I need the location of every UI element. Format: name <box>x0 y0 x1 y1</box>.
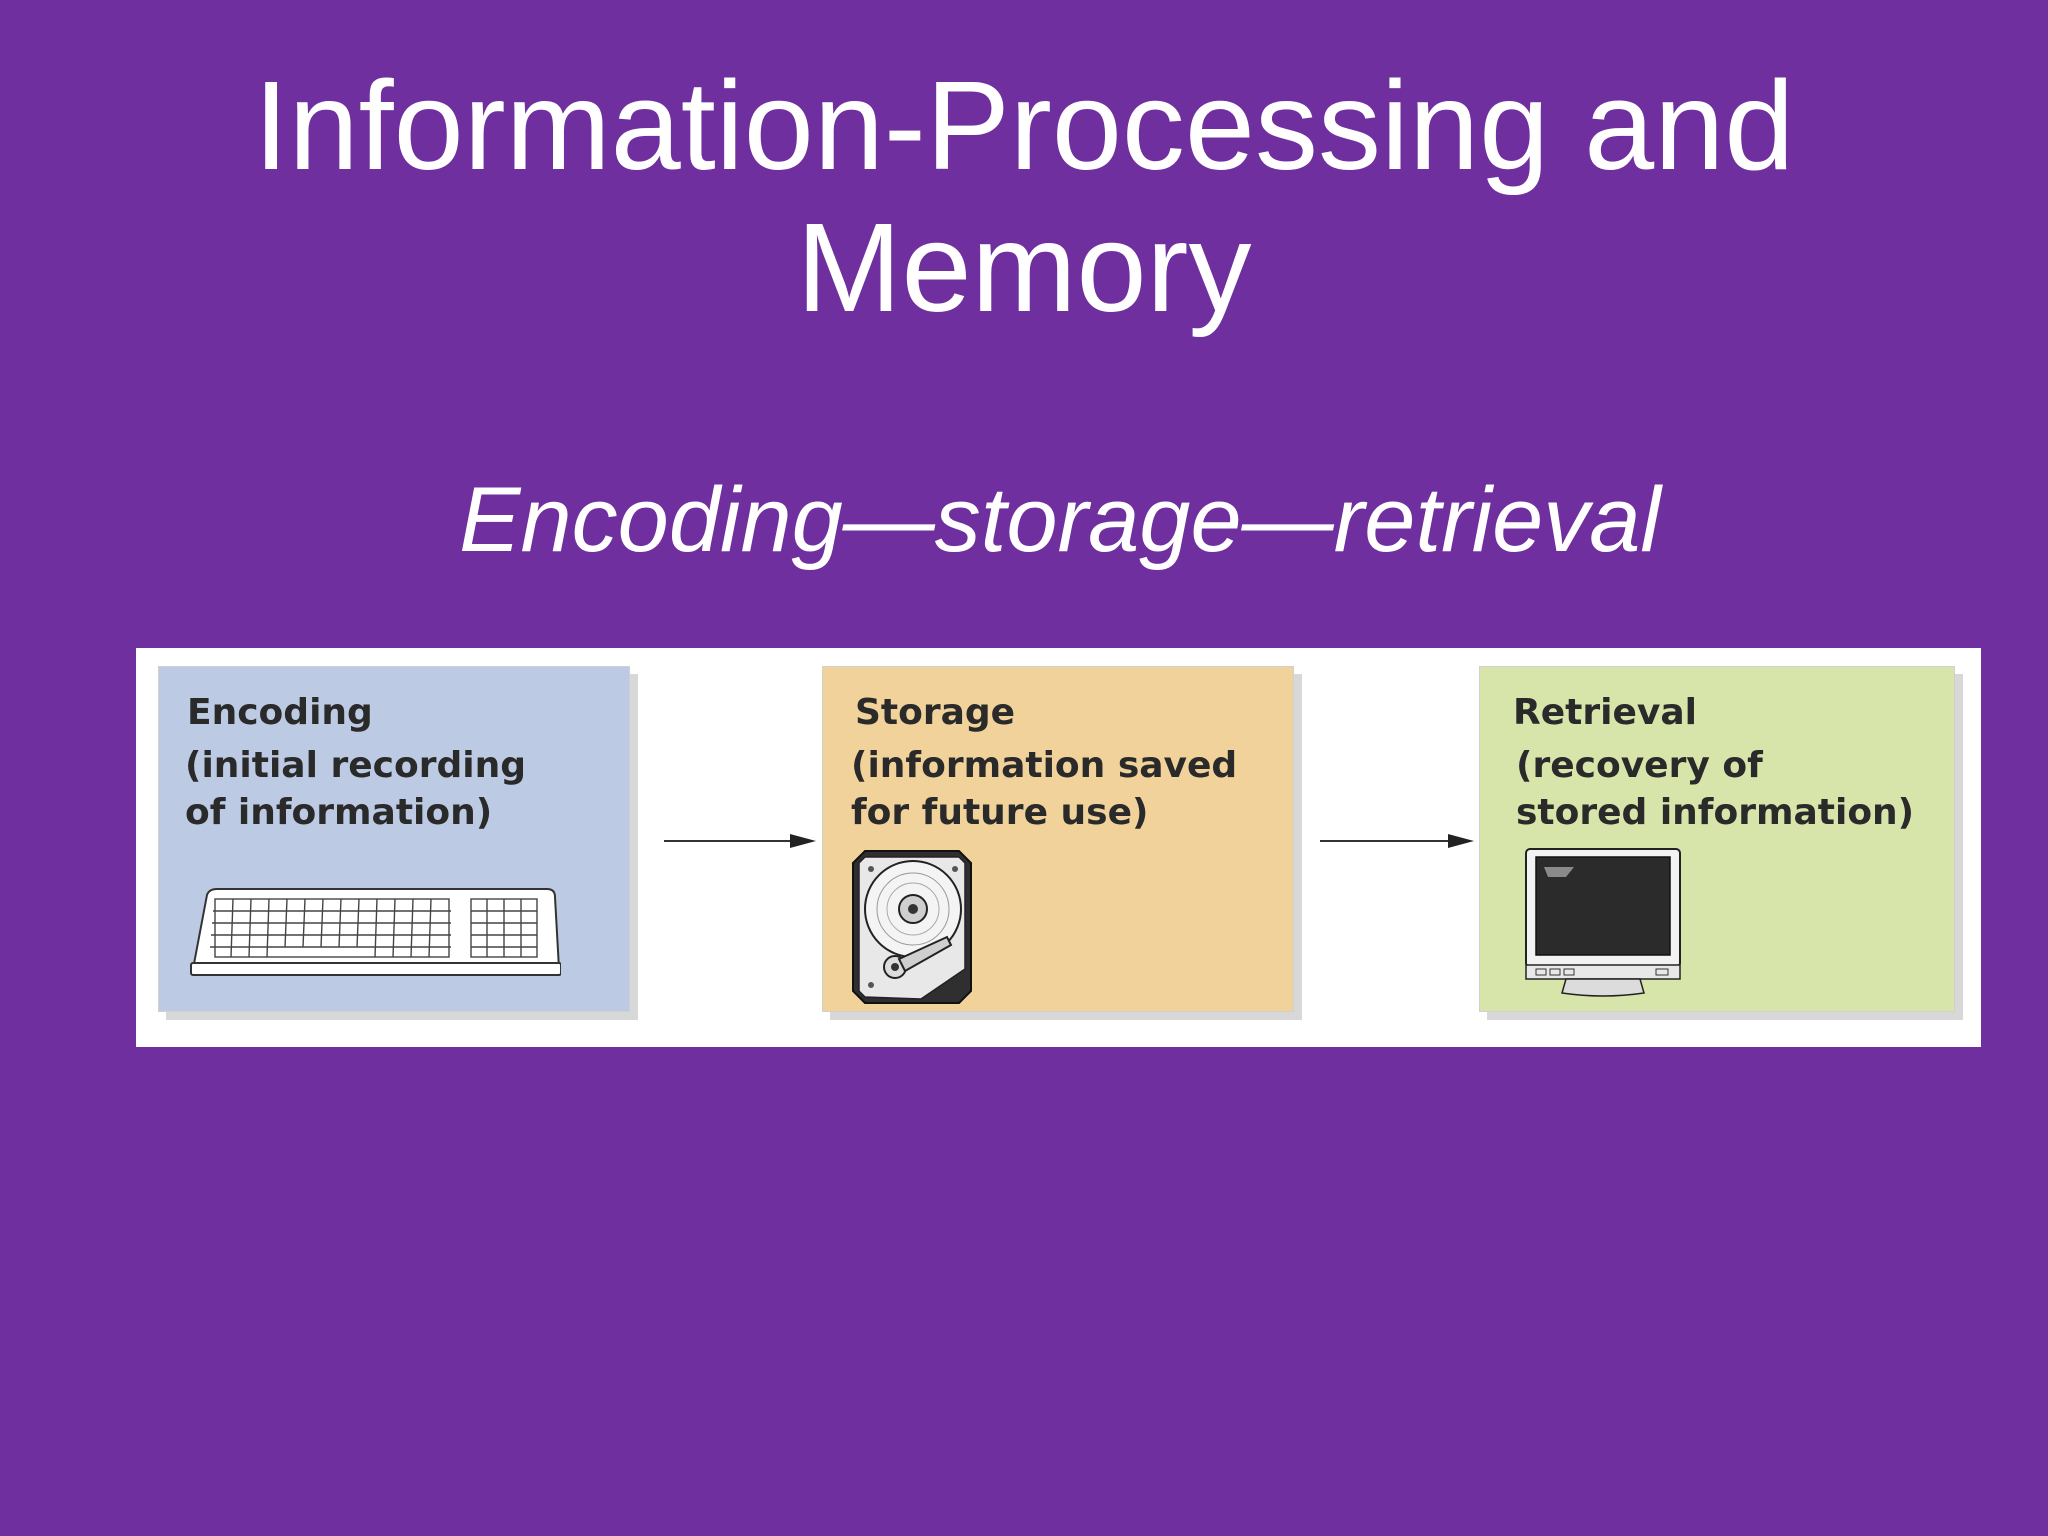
stage-storage-title: Storage <box>855 692 1016 733</box>
slide-title: Information-Processing and Memory <box>0 55 2048 339</box>
slide-subtitle: Encoding—storage—retrieval <box>459 469 1661 571</box>
keyboard-icon <box>190 888 561 976</box>
stage-encoding-title: Encoding <box>187 692 373 733</box>
arrow-storage-to-retrieval <box>1320 834 1474 848</box>
hard-disk-icon <box>852 850 972 1004</box>
memory-process-figure: Encoding (initial recording of informati… <box>136 648 1981 1047</box>
stage-encoding-description: (initial recording of information) <box>185 742 526 836</box>
slide-title-line-2: Memory <box>796 197 1252 338</box>
stage-storage-description: (information saved for future use) <box>851 742 1237 836</box>
stage-retrieval-description-line-1: (recovery of <box>1516 745 1763 786</box>
monitor-icon <box>1525 848 1681 997</box>
stage-retrieval-description: (recovery of stored information) <box>1516 742 1914 836</box>
stage-retrieval-description-line-2: stored information) <box>1516 792 1915 833</box>
stage-encoding: Encoding (initial recording of informati… <box>158 666 630 1012</box>
slide-title-line-1: Information-Processing and <box>253 55 1795 196</box>
stage-encoding-description-line-2: of information) <box>185 792 493 833</box>
stage-encoding-description-line-1: (initial recording <box>185 745 526 786</box>
stage-retrieval-title: Retrieval <box>1513 692 1697 733</box>
stage-storage-description-line-2: for future use) <box>851 792 1149 833</box>
stage-storage: Storage (information saved for future us… <box>822 666 1294 1012</box>
stage-retrieval: Retrieval (recovery of stored informatio… <box>1479 666 1955 1012</box>
arrow-encoding-to-storage <box>664 834 816 848</box>
stage-storage-description-line-1: (information saved <box>851 745 1238 786</box>
